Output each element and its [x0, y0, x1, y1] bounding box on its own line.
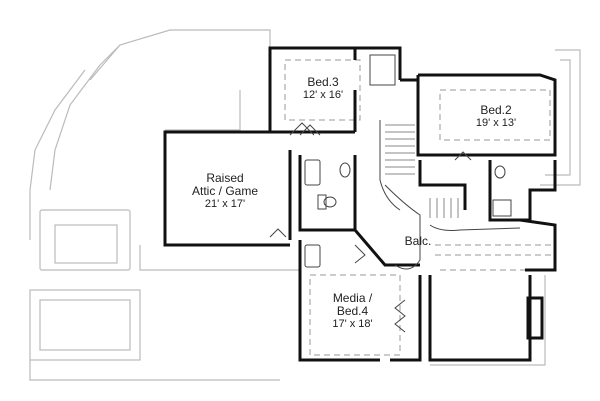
room-dimensions: 17' x 18' [332, 318, 373, 331]
dashed-ceiling-lines [284, 59, 555, 356]
exterior-light-lines [29, 29, 581, 381]
room-name-line1: Media / [332, 291, 373, 305]
room-dimensions: 19' x 13' [475, 117, 517, 130]
room-label-balcony: Balc. [398, 234, 438, 248]
room-name-line1: Raised [206, 171, 244, 185]
room-label-bed2: Bed.2 19' x 13' [446, 103, 546, 130]
room-dimensions: 12' x 16' [302, 89, 344, 102]
room-name-line2: Bed.4 [336, 304, 369, 319]
stair-and-fixtures [269, 54, 521, 333]
room-label-bed3: Bed.3 12' x 16' [283, 75, 363, 102]
room-label-attic: Raised Attic / Game 21' x 17' [180, 171, 270, 211]
room-name-line2: Attic / Game [191, 184, 259, 199]
room-name: Balc. [404, 234, 432, 248]
room-dimensions: 21' x 17' [204, 198, 246, 211]
room-label-media: Media / Bed.4 17' x 18' [315, 291, 390, 331]
room-name: Bed.3 [307, 75, 339, 89]
walls [163, 46, 557, 362]
room-name: Bed.2 [480, 103, 512, 117]
